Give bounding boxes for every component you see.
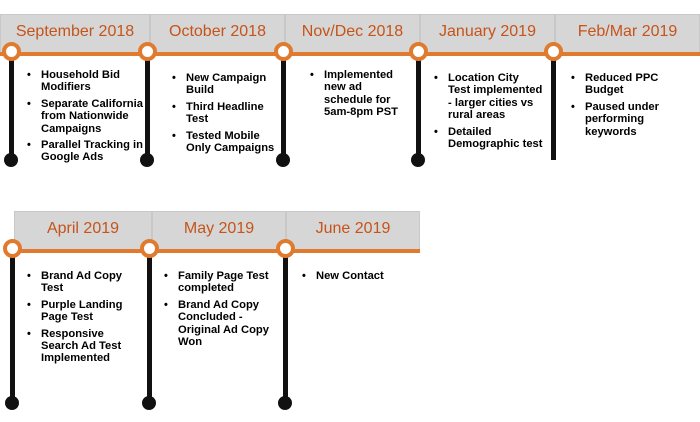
timeline-end-dot — [276, 153, 290, 167]
timeline-axis — [10, 249, 420, 253]
timeline-axis — [0, 52, 700, 56]
list-item: Family Page Test completed — [164, 270, 282, 295]
period-label: September 2018 — [15, 23, 135, 40]
timeline-stem — [281, 58, 286, 160]
list-item: New Campaign Build — [172, 72, 280, 97]
timeline-node — [2, 42, 21, 61]
list-item: Location City Test implemented - larger … — [434, 72, 544, 122]
period-items: Brand Ad Copy Test Purple Landing Page T… — [27, 270, 139, 369]
timeline-stem — [145, 58, 150, 160]
list-item: Detailed Demographic test — [434, 126, 544, 151]
list-item: Implemented new ad schedule for 5am-8pm … — [310, 69, 410, 119]
timeline-end-dot — [5, 396, 19, 410]
list-item: Separate California from Nationwide Camp… — [27, 98, 145, 135]
timeline-node — [140, 239, 159, 258]
list-item: Third Headline Test — [172, 101, 280, 126]
list-item: Brand Ad Copy Concluded - Original Ad Co… — [164, 299, 282, 349]
period-items: Location City Test implemented - larger … — [434, 72, 544, 154]
timeline-node — [276, 239, 295, 258]
period-label: May 2019 — [183, 220, 255, 237]
timeline-stem — [283, 255, 288, 401]
list-item: Paused under performing keywords — [571, 101, 686, 138]
timeline-end-dot — [4, 153, 18, 167]
timeline-row-2: April 2019 May 2019 June 2019 Brand Ad C… — [0, 211, 700, 416]
timeline-node — [138, 42, 157, 61]
timeline-end-dot — [278, 396, 292, 410]
period-items: Implemented new ad schedule for 5am-8pm … — [310, 69, 410, 123]
list-item: Tested Mobile Only Campaigns — [172, 130, 280, 155]
list-item: Household Bid Modifiers — [27, 69, 145, 94]
timeline-row-1: September 2018 October 2018 Nov/Dec 2018… — [0, 14, 700, 174]
list-item: Responsive Search Ad Test Implemented — [27, 328, 139, 365]
timeline-stem — [9, 58, 14, 160]
period-label: Nov/Dec 2018 — [301, 23, 404, 40]
timeline-end-dot — [142, 396, 156, 410]
period-header: Feb/Mar 2019 — [555, 14, 700, 54]
period-items: Reduced PPC Budget Paused under performi… — [571, 72, 686, 142]
period-label: June 2019 — [315, 220, 391, 237]
period-header: September 2018 — [0, 14, 150, 54]
timeline-node — [409, 42, 428, 61]
period-items: New Campaign Build Third Headline Test T… — [172, 72, 280, 158]
period-header: June 2019 — [286, 211, 420, 251]
timeline-stem — [10, 255, 15, 401]
timeline-end-dot — [411, 153, 425, 167]
period-header: May 2019 — [152, 211, 286, 251]
period-items: New Contact — [302, 270, 412, 286]
period-items: Household Bid Modifiers Separate Califor… — [27, 69, 145, 168]
period-label: January 2019 — [439, 23, 536, 40]
list-item: New Contact — [302, 270, 412, 283]
timeline-stem — [416, 58, 421, 160]
timeline-node — [274, 42, 293, 61]
period-label: April 2019 — [46, 220, 120, 237]
timeline-node — [544, 42, 563, 61]
period-items: Family Page Test completed Brand Ad Copy… — [164, 270, 282, 352]
list-item: Parallel Tracking in Google Ads — [27, 139, 145, 164]
timeline-stem — [147, 255, 152, 401]
timeline-stem — [551, 58, 556, 160]
list-item: Purple Landing Page Test — [27, 299, 139, 324]
timeline-node — [3, 239, 22, 258]
list-item: Reduced PPC Budget — [571, 72, 686, 97]
period-header: October 2018 — [150, 14, 285, 54]
period-header: January 2019 — [420, 14, 555, 54]
period-header: Nov/Dec 2018 — [285, 14, 420, 54]
period-header: April 2019 — [14, 211, 152, 251]
period-label: October 2018 — [169, 23, 266, 40]
list-item: Brand Ad Copy Test — [27, 270, 139, 295]
period-label: Feb/Mar 2019 — [577, 23, 678, 40]
